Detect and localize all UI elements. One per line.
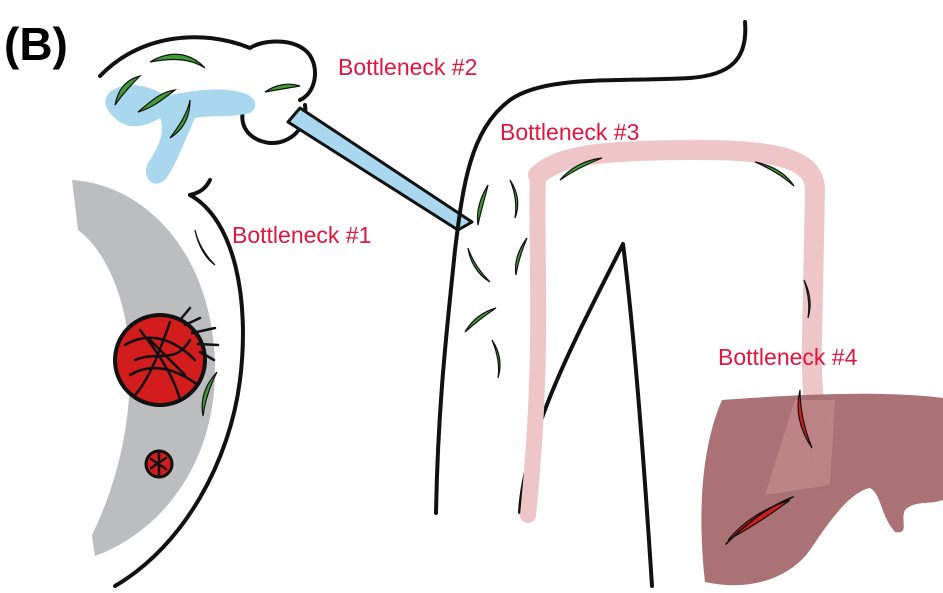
salivary-gland — [105, 85, 255, 184]
bottleneck-4-label: Bottleneck #4 — [718, 344, 858, 370]
mosquito-proboscis — [288, 108, 472, 230]
human-torso-outline — [436, 22, 745, 513]
bottleneck-2-label: Bottleneck #2 — [338, 54, 477, 80]
panel-label: (B) — [4, 18, 68, 70]
sporozoite — [195, 230, 215, 265]
sporozoite — [510, 180, 518, 218]
sporozoite — [477, 185, 488, 225]
sporozoite — [150, 54, 205, 68]
lymphatic-tract-left — [528, 175, 538, 515]
sporozoite — [265, 84, 300, 92]
sporozoite — [515, 238, 527, 275]
sporozoite — [492, 340, 500, 378]
small-blood-vessel — [146, 451, 172, 477]
bottleneck-1-label: Bottleneck #1 — [232, 222, 371, 248]
sporozoite — [465, 308, 496, 332]
bottleneck-3-label: Bottleneck #3 — [500, 119, 639, 145]
sporozoite — [468, 248, 490, 282]
skin-line-neck — [190, 180, 210, 195]
